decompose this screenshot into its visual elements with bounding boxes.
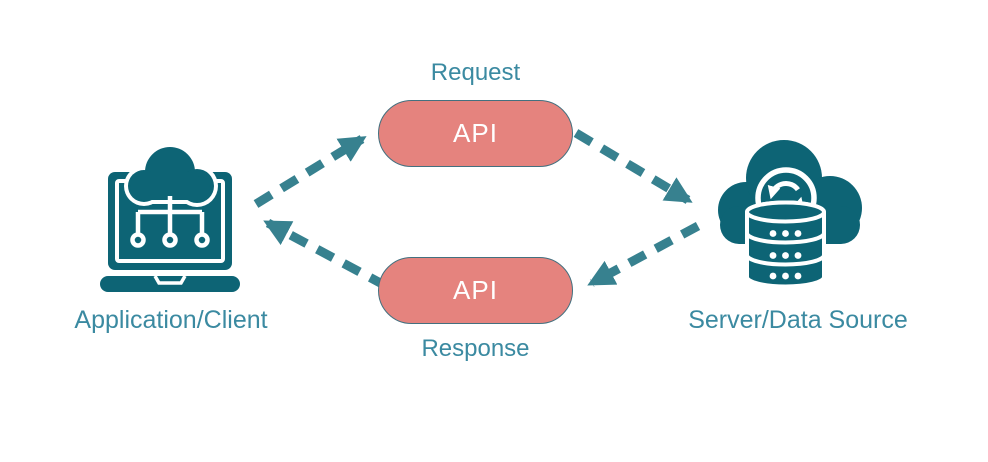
arrow-request-api-to-server bbox=[573, 129, 693, 204]
arrow-server-to-response-api bbox=[587, 222, 701, 287]
server-node-label: Server/Data Source bbox=[688, 306, 908, 334]
arrow-client-to-request-api bbox=[253, 135, 367, 208]
database-dots bbox=[769, 230, 802, 280]
cloud-shape bbox=[128, 147, 214, 203]
request-flow-label: Request bbox=[430, 59, 521, 86]
api-response-pill-label: API bbox=[453, 275, 498, 305]
api-request-pill: API bbox=[378, 100, 573, 167]
circuit-tree bbox=[130, 196, 210, 248]
response-flow-label: Response bbox=[421, 335, 530, 362]
api-request-pill-label: API bbox=[453, 118, 498, 148]
arrow-response-api-to-client bbox=[263, 219, 389, 290]
database-icon bbox=[745, 200, 826, 289]
api-response-pill: API bbox=[378, 257, 573, 324]
laptop-cloud-circuit-icon bbox=[100, 143, 240, 292]
cloud-database-sync-icon bbox=[718, 140, 862, 289]
client-node-label: Application/Client bbox=[74, 306, 268, 334]
